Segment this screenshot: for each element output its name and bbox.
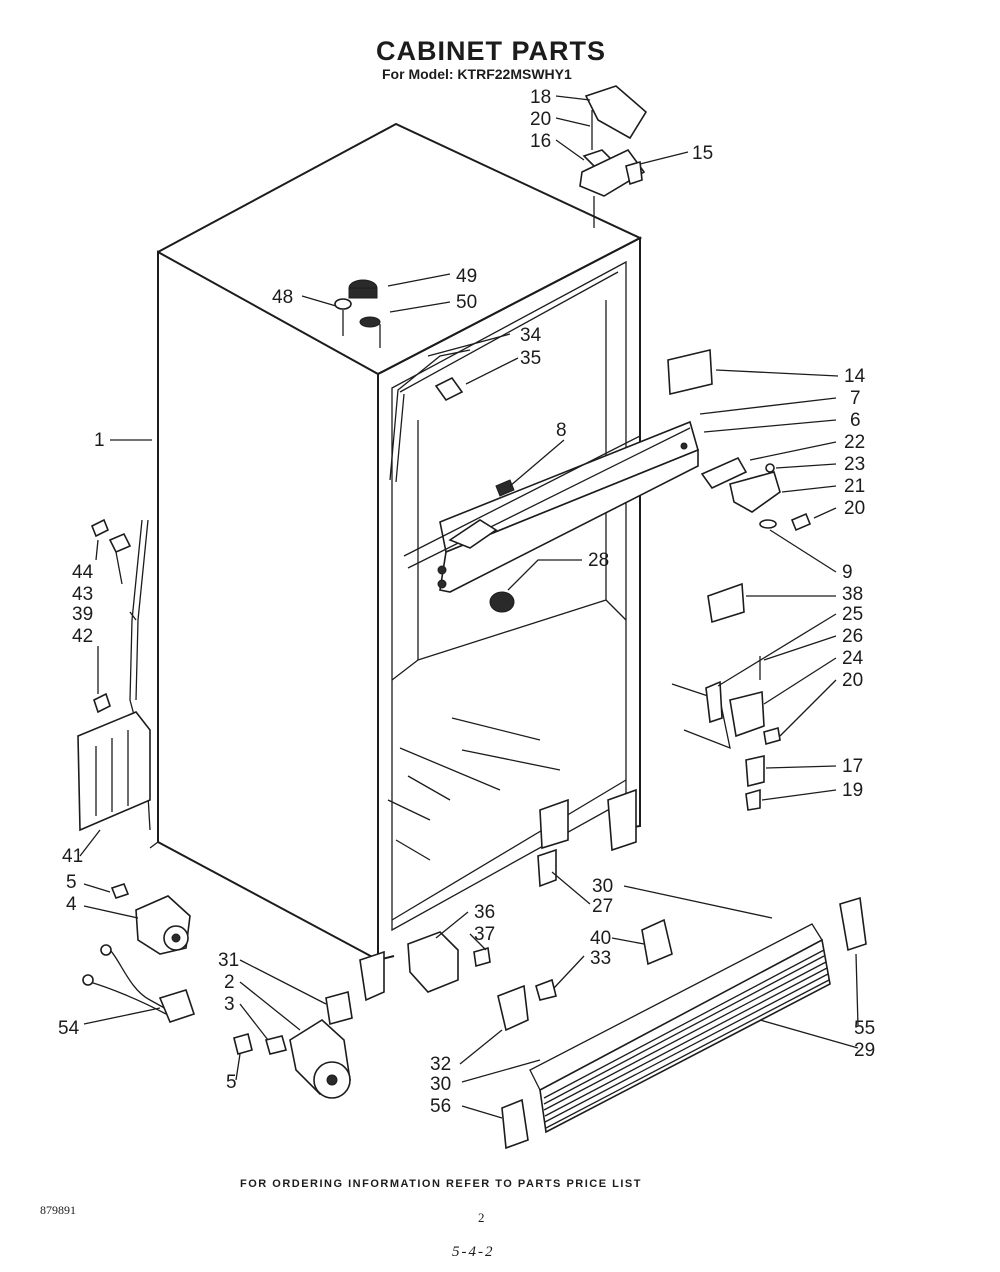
callout-label: 48 bbox=[272, 287, 293, 308]
callout-label: 26 bbox=[842, 626, 863, 647]
callout-label: 41 bbox=[62, 846, 83, 867]
callout-label: 20 bbox=[844, 498, 865, 519]
callout-labels: 18 20 16 15 49 48 50 34 35 14 1 7 8 6 22… bbox=[58, 87, 875, 1117]
callout-label: 29 bbox=[854, 1040, 875, 1061]
callout-label: 55 bbox=[854, 1018, 875, 1039]
bracket-56 bbox=[501, 1098, 529, 1150]
toe-grille bbox=[529, 923, 831, 1134]
callout-label: 30 bbox=[430, 1074, 451, 1095]
callout-label: 37 bbox=[474, 924, 495, 945]
wire-harness-54 bbox=[82, 944, 196, 1023]
callout-label: 33 bbox=[590, 948, 611, 969]
callout-label: 30 bbox=[592, 876, 613, 897]
callout-label: 15 bbox=[692, 143, 713, 164]
block-40 bbox=[641, 918, 673, 966]
callout-label: 40 bbox=[590, 928, 611, 949]
callout-label: 19 bbox=[842, 780, 863, 801]
callout-label: 16 bbox=[530, 131, 551, 152]
callout-label: 9 bbox=[842, 562, 853, 583]
callout-label: 4 bbox=[66, 894, 77, 915]
callout-label: 44 bbox=[72, 562, 94, 583]
front-small-parts bbox=[497, 798, 569, 1032]
callout-label: 21 bbox=[844, 476, 865, 497]
callout-label: 5 bbox=[66, 872, 77, 893]
callout-label: 36 bbox=[474, 902, 495, 923]
callout-label: 27 bbox=[592, 896, 613, 917]
bottom-hinge-assembly bbox=[671, 582, 781, 811]
callout-label: 23 bbox=[844, 454, 865, 475]
callout-label: 56 bbox=[430, 1096, 451, 1117]
callout-label: 24 bbox=[842, 648, 864, 669]
center-hinge-bracket bbox=[403, 420, 699, 593]
page-title: CABINET PARTS bbox=[376, 36, 607, 66]
callout-label: 20 bbox=[842, 670, 863, 691]
label-14 bbox=[667, 349, 713, 395]
leader-lines bbox=[79, 95, 859, 1119]
model-subtitle: For Model: KTRF22MSWHY1 bbox=[382, 66, 572, 82]
ordering-info-footer: FOR ORDERING INFORMATION REFER TO PARTS … bbox=[240, 1178, 642, 1190]
callout-label: 39 bbox=[72, 604, 93, 625]
callout-label: 34 bbox=[520, 325, 542, 346]
document-number: 879891 bbox=[40, 1203, 76, 1217]
callout-label: 20 bbox=[530, 109, 551, 130]
clip-35 bbox=[434, 376, 464, 402]
callout-label: 35 bbox=[520, 348, 541, 369]
callout-label: 38 bbox=[842, 584, 863, 605]
rear-left-parts bbox=[77, 518, 151, 832]
callout-label: 6 bbox=[850, 410, 861, 431]
callout-label: 43 bbox=[72, 584, 93, 605]
callout-label: 28 bbox=[588, 550, 609, 571]
bracket-55 bbox=[839, 896, 867, 952]
callout-label: 1 bbox=[94, 430, 105, 451]
cabinet-outline bbox=[149, 122, 643, 1002]
center-hinge-right-parts bbox=[700, 456, 812, 532]
callout-label: 49 bbox=[456, 266, 477, 287]
callout-label: 5 bbox=[226, 1072, 237, 1093]
callout-label: 25 bbox=[842, 604, 863, 625]
callout-label: 31 bbox=[218, 950, 239, 971]
callout-label: 17 bbox=[842, 756, 863, 777]
page-number: 2 bbox=[478, 1210, 485, 1225]
top-hinge-assembly bbox=[579, 85, 648, 228]
callout-label: 8 bbox=[556, 420, 567, 441]
callout-label: 50 bbox=[456, 292, 477, 313]
callout-label: 3 bbox=[224, 994, 235, 1015]
top-plugs bbox=[334, 279, 381, 348]
callout-label: 54 bbox=[58, 1018, 80, 1039]
rear-caster bbox=[110, 883, 191, 955]
callout-label: 14 bbox=[844, 366, 866, 387]
front-caster bbox=[233, 990, 353, 1099]
callout-label: 18 bbox=[530, 87, 551, 108]
callout-label: 2 bbox=[224, 972, 235, 993]
callout-label: 22 bbox=[844, 432, 865, 453]
callout-label: 32 bbox=[430, 1054, 451, 1075]
bumper-28 bbox=[489, 591, 515, 613]
callout-label: 42 bbox=[72, 626, 93, 647]
leveling-bracket bbox=[407, 931, 491, 993]
handwritten-note: 5-4-2 bbox=[452, 1244, 495, 1260]
callout-label: 7 bbox=[850, 388, 861, 409]
